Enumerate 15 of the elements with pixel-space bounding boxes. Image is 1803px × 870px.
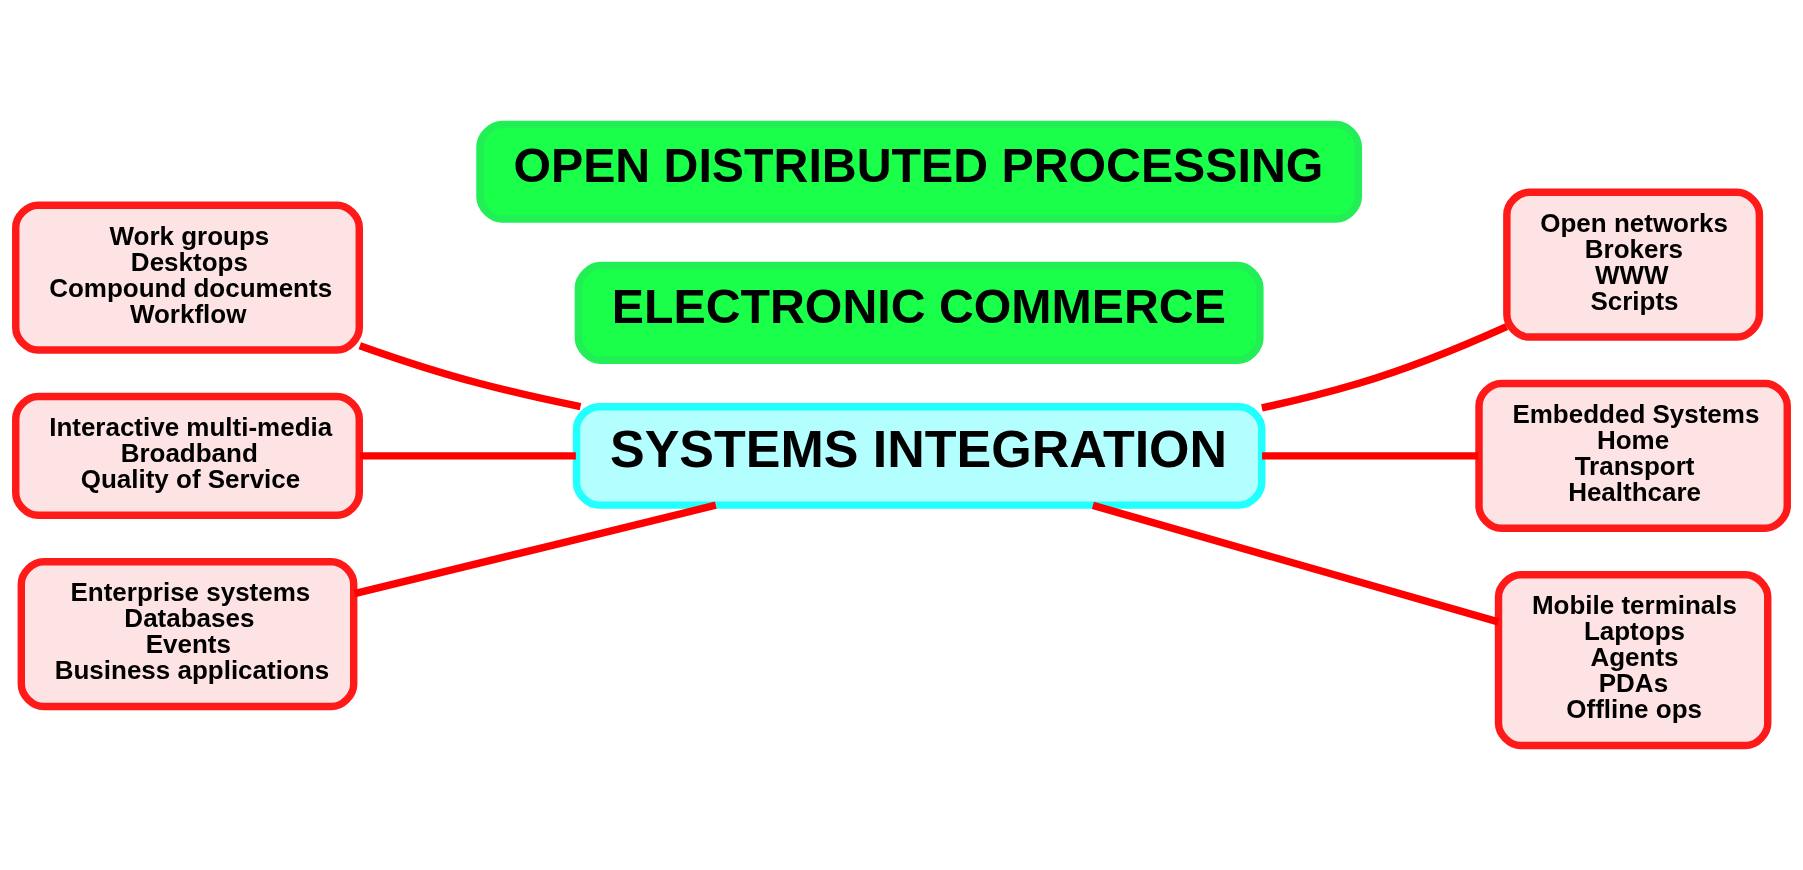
- connector: [360, 452, 576, 460]
- connector: [1261, 323, 1509, 412]
- node-box: Interactive multi-media Broadband Quality of Service: [12, 392, 363, 520]
- node-box: Mobile terminals Laptops Agents PDAs Offline ops: [1494, 571, 1772, 750]
- connector: [1091, 501, 1500, 626]
- node-box: Embedded Systems Home Transport Healthcare: [1475, 379, 1791, 533]
- node-box: SYSTEMS INTEGRATION: [572, 402, 1266, 509]
- node-box: ELECTRONIC COMMERCE: [574, 261, 1264, 364]
- connector: [1262, 452, 1479, 460]
- node-box: OPEN DISTRIBUTED PROCESSING: [476, 120, 1363, 223]
- connector: [358, 342, 582, 411]
- node-box: Enterprise systems Databases Events Business applications: [17, 558, 358, 711]
- node-box: Work groups Desktops Compound documents Workflow: [12, 201, 363, 354]
- connector: [353, 501, 717, 598]
- node-box: Open networks Brokers WWW Scripts: [1503, 188, 1764, 341]
